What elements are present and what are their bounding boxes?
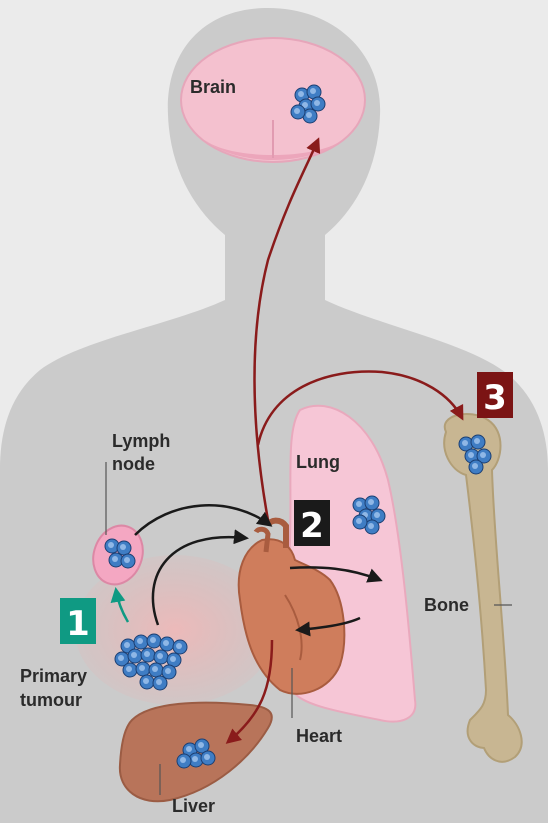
step-1-badge: 1 xyxy=(60,598,96,644)
step-2-number: 2 xyxy=(300,506,324,546)
heart-label: Heart xyxy=(296,726,342,746)
brain-label: Brain xyxy=(190,77,236,97)
step-3-badge: 3 xyxy=(477,372,513,418)
lymph-node-label-line2: node xyxy=(112,454,155,474)
liver-label: Liver xyxy=(172,796,215,816)
primary-tumour-label-line2: tumour xyxy=(20,690,82,710)
lung-label: Lung xyxy=(296,452,340,472)
brain-organ xyxy=(181,38,365,162)
lymph-node-label-line1: Lymph xyxy=(112,431,170,451)
step-2-badge: 2 xyxy=(294,500,330,546)
step-1-number: 1 xyxy=(66,604,90,644)
step-3-number: 3 xyxy=(483,378,507,418)
bone-label: Bone xyxy=(424,595,469,615)
primary-tumour-label-line1: Primary xyxy=(20,666,87,686)
